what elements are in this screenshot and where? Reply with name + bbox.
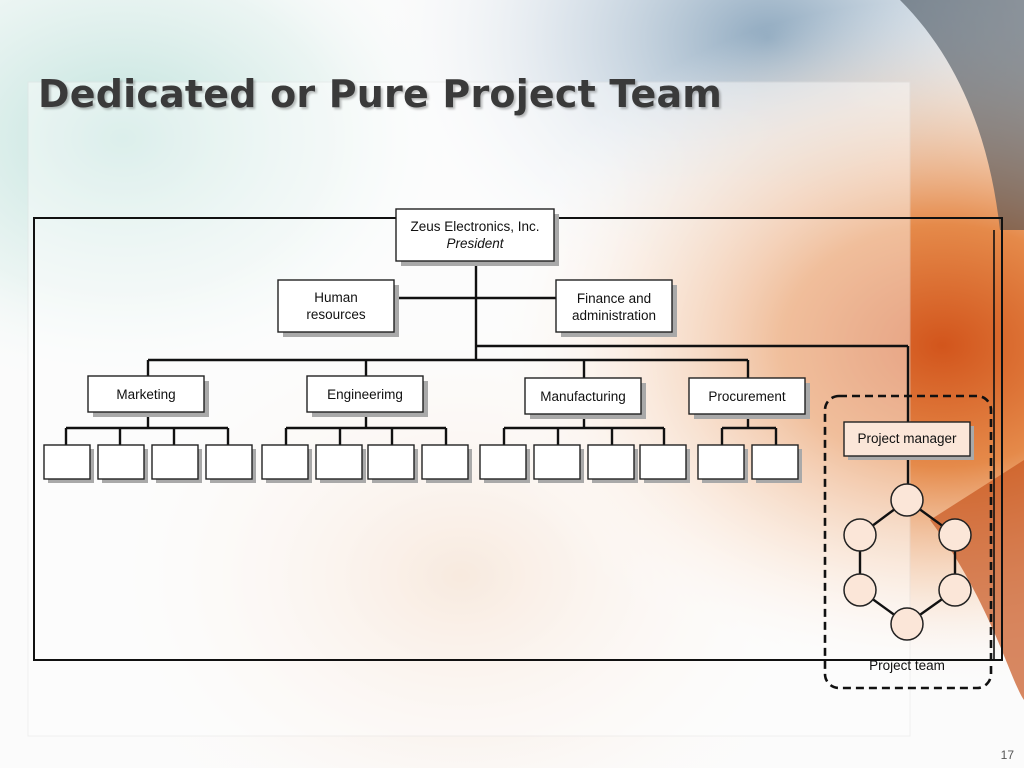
department-procurement: Procurement	[688, 377, 810, 419]
department-manufacturing-label: Manufacturing	[540, 389, 626, 404]
department-marketing: Marketing	[87, 375, 209, 417]
project-team-boundary	[823, 394, 993, 690]
department-engineering: Engineerimg	[306, 375, 428, 417]
human-resources-label-line1: Human	[314, 290, 358, 305]
marketing-subunits	[64, 412, 230, 446]
human-resources-label-line2: resources	[306, 307, 366, 322]
finance-label-line1: Finance and	[577, 291, 651, 306]
project-team-label: Project team	[869, 658, 945, 673]
president-box: Zeus Electronics, Inc. President	[395, 208, 559, 266]
connector-lines	[146, 260, 910, 488]
department-marketing-label: Marketing	[116, 387, 175, 402]
team-member-node	[938, 573, 972, 607]
subunit-boxes	[43, 444, 802, 483]
team-member-node	[843, 518, 877, 552]
project-manager-label: Project manager	[857, 431, 957, 446]
team-member-node	[890, 483, 924, 517]
project-team-ring	[843, 483, 972, 641]
slide-title: Dedicated or Pure Project Team	[38, 72, 723, 116]
president-title-label: President	[446, 236, 504, 251]
page-number: 17	[1000, 748, 1014, 762]
team-member-node	[938, 518, 972, 552]
procurement-subunits	[720, 414, 778, 446]
finance-administration-box: Finance and administration	[555, 279, 677, 337]
department-manufacturing: Manufacturing	[524, 377, 646, 419]
department-engineering-label: Engineerimg	[327, 387, 403, 402]
engineering-subunits	[284, 412, 448, 446]
department-procurement-label: Procurement	[708, 389, 786, 404]
team-member-node	[843, 573, 877, 607]
project-manager-box: Project manager	[843, 421, 974, 460]
human-resources-box: Human resources	[277, 279, 399, 337]
president-company-label: Zeus Electronics, Inc.	[410, 219, 539, 234]
finance-label-line2: administration	[572, 308, 656, 323]
manufacturing-subunits	[502, 414, 666, 446]
team-member-node	[890, 607, 924, 641]
